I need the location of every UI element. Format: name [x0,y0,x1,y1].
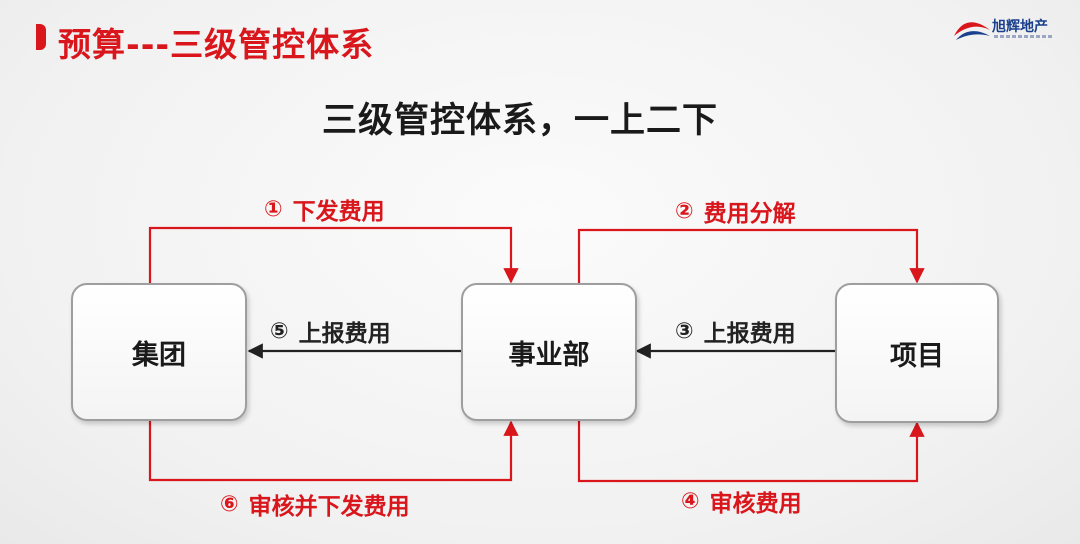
node-group: 集团 [71,283,247,421]
edge-label-4: ④ 审核费用 [681,484,802,518]
wave-logo-icon [954,22,990,40]
edge-label-3: ③ 上报费用 [675,314,796,348]
step-label: 审核并下发费用 [248,494,410,520]
step-label: 审核费用 [709,491,802,517]
step-label: 上报费用 [703,321,796,347]
step-number: ③ [675,318,694,344]
step-label: 费用分解 [703,201,796,227]
step-number: ⑤ [270,318,289,344]
edge-6-connector [148,420,519,482]
logo-subline [994,35,1054,38]
edge-label-5: ⑤ 上报费用 [270,314,391,348]
edge-1-connector [148,226,519,284]
step-label: 下发费用 [292,199,385,225]
edge-label-2: ② 费用分解 [675,194,796,228]
step-number: ① [264,196,283,222]
step-number: ② [675,198,694,224]
step-number: ⑥ [220,491,239,517]
edge-label-1: ① 下发费用 [264,192,385,226]
edge-4-connector [577,421,925,483]
edge-2-connector [577,228,925,284]
main-title: 三级管控体系，一上二下 [321,101,718,141]
step-label: 上报费用 [298,321,391,347]
header-marker [36,24,46,50]
logo-text: 旭辉地产 [992,19,1048,35]
step-number: ④ [681,488,700,514]
company-logo: 旭辉地产 [952,14,1070,44]
edge-label-6: ⑥ 审核并下发费用 [220,487,410,521]
node-project: 项目 [835,283,999,423]
node-division: 事业部 [461,283,637,421]
page-title: 预算---三级管控体系 [58,25,375,64]
